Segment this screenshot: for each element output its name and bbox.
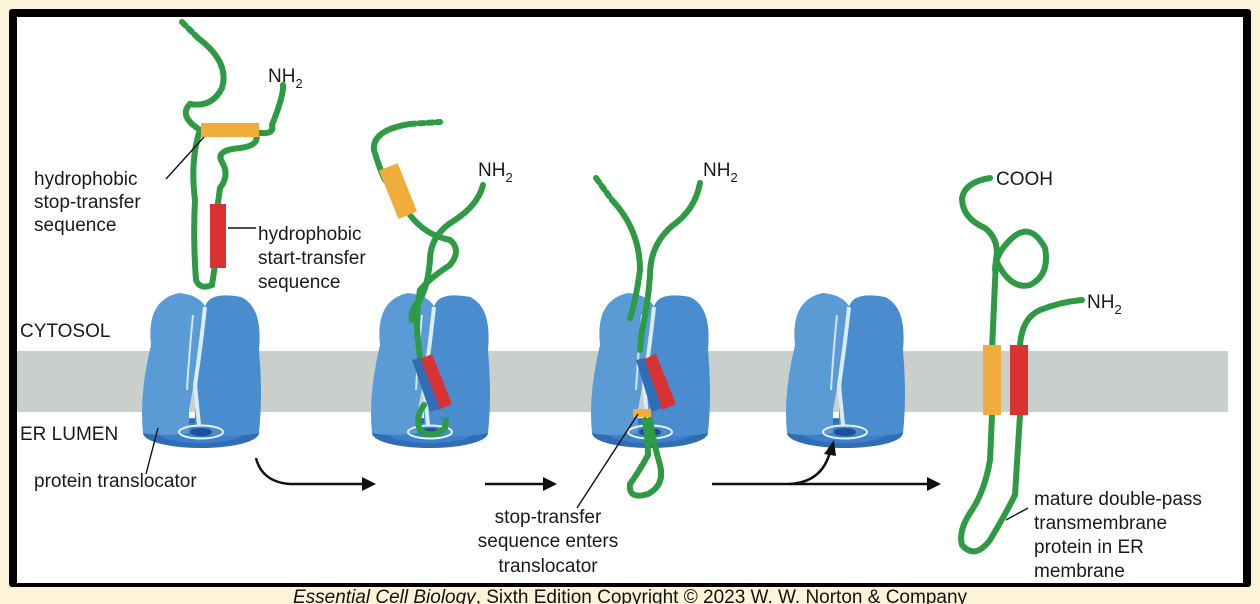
nh2-label-2: NH2	[478, 160, 513, 185]
mature-label-3: protein in ER	[1034, 537, 1144, 558]
stop-transfer-label-3: sequence	[34, 215, 116, 236]
stop-transfer-segment-3	[633, 409, 651, 417]
stop-transfer-label-2: stop-transfer	[34, 192, 141, 213]
stop-transfer-segment-1	[201, 123, 259, 137]
nh2-label-1: NH2	[268, 66, 303, 91]
stop-transfer-label-1: hydrophobic	[34, 169, 138, 190]
caption-title: Essential Cell Biology	[292, 587, 476, 604]
mature-protein	[958, 175, 1085, 555]
nh2-label-3: NH2	[703, 160, 738, 185]
start-transfer-label-3: sequence	[258, 272, 340, 293]
copyright-caption: Essential Cell Biology, Sixth Edition Co…	[0, 585, 1260, 604]
polypeptide-stage-3	[593, 175, 703, 499]
signal-in-channel-2	[412, 358, 440, 412]
polypeptide-stage-2	[370, 119, 486, 438]
translocator-label: protein translocator	[34, 471, 197, 492]
stop-transfer-helix	[983, 345, 1001, 415]
enters-label-1: stop-transfer	[495, 507, 602, 528]
translocator-stage-4	[784, 291, 907, 450]
process-arrows	[254, 451, 930, 486]
arrow-3-branch	[789, 451, 832, 486]
mature-label-4: membrane	[1034, 561, 1125, 582]
leader-lines	[145, 136, 1029, 521]
er-lumen-label: ER LUMEN	[20, 424, 118, 445]
start-transfer-label-2: start-transfer	[258, 248, 366, 269]
start-transfer-segment-2	[418, 354, 452, 410]
cytosol-label: CYTOSOL	[20, 321, 110, 342]
start-transfer-segment-1	[210, 204, 226, 268]
signal-in-channel-3	[636, 358, 662, 412]
caption-rest: , Sixth Edition Copyright © 2023 W. W. N…	[475, 587, 968, 604]
arrow-1	[254, 457, 365, 486]
translocator-stage-1	[140, 291, 263, 450]
start-transfer-label-1: hydrophobic	[258, 224, 362, 245]
start-transfer-segment-3	[642, 354, 676, 410]
cooh-label: COOH	[996, 169, 1053, 190]
nh2-label-4: NH2	[1087, 292, 1122, 317]
stop-transfer-segment-2	[378, 163, 418, 219]
mature-label-1: mature double-pass	[1034, 489, 1202, 510]
enters-label-2: sequence enters	[478, 531, 619, 552]
polypeptide-stage-1	[179, 19, 287, 290]
mature-label-2: transmembrane	[1034, 513, 1167, 534]
start-transfer-helix	[1010, 345, 1028, 415]
enters-label-3: translocator	[498, 556, 598, 577]
arrowheads	[362, 440, 941, 491]
